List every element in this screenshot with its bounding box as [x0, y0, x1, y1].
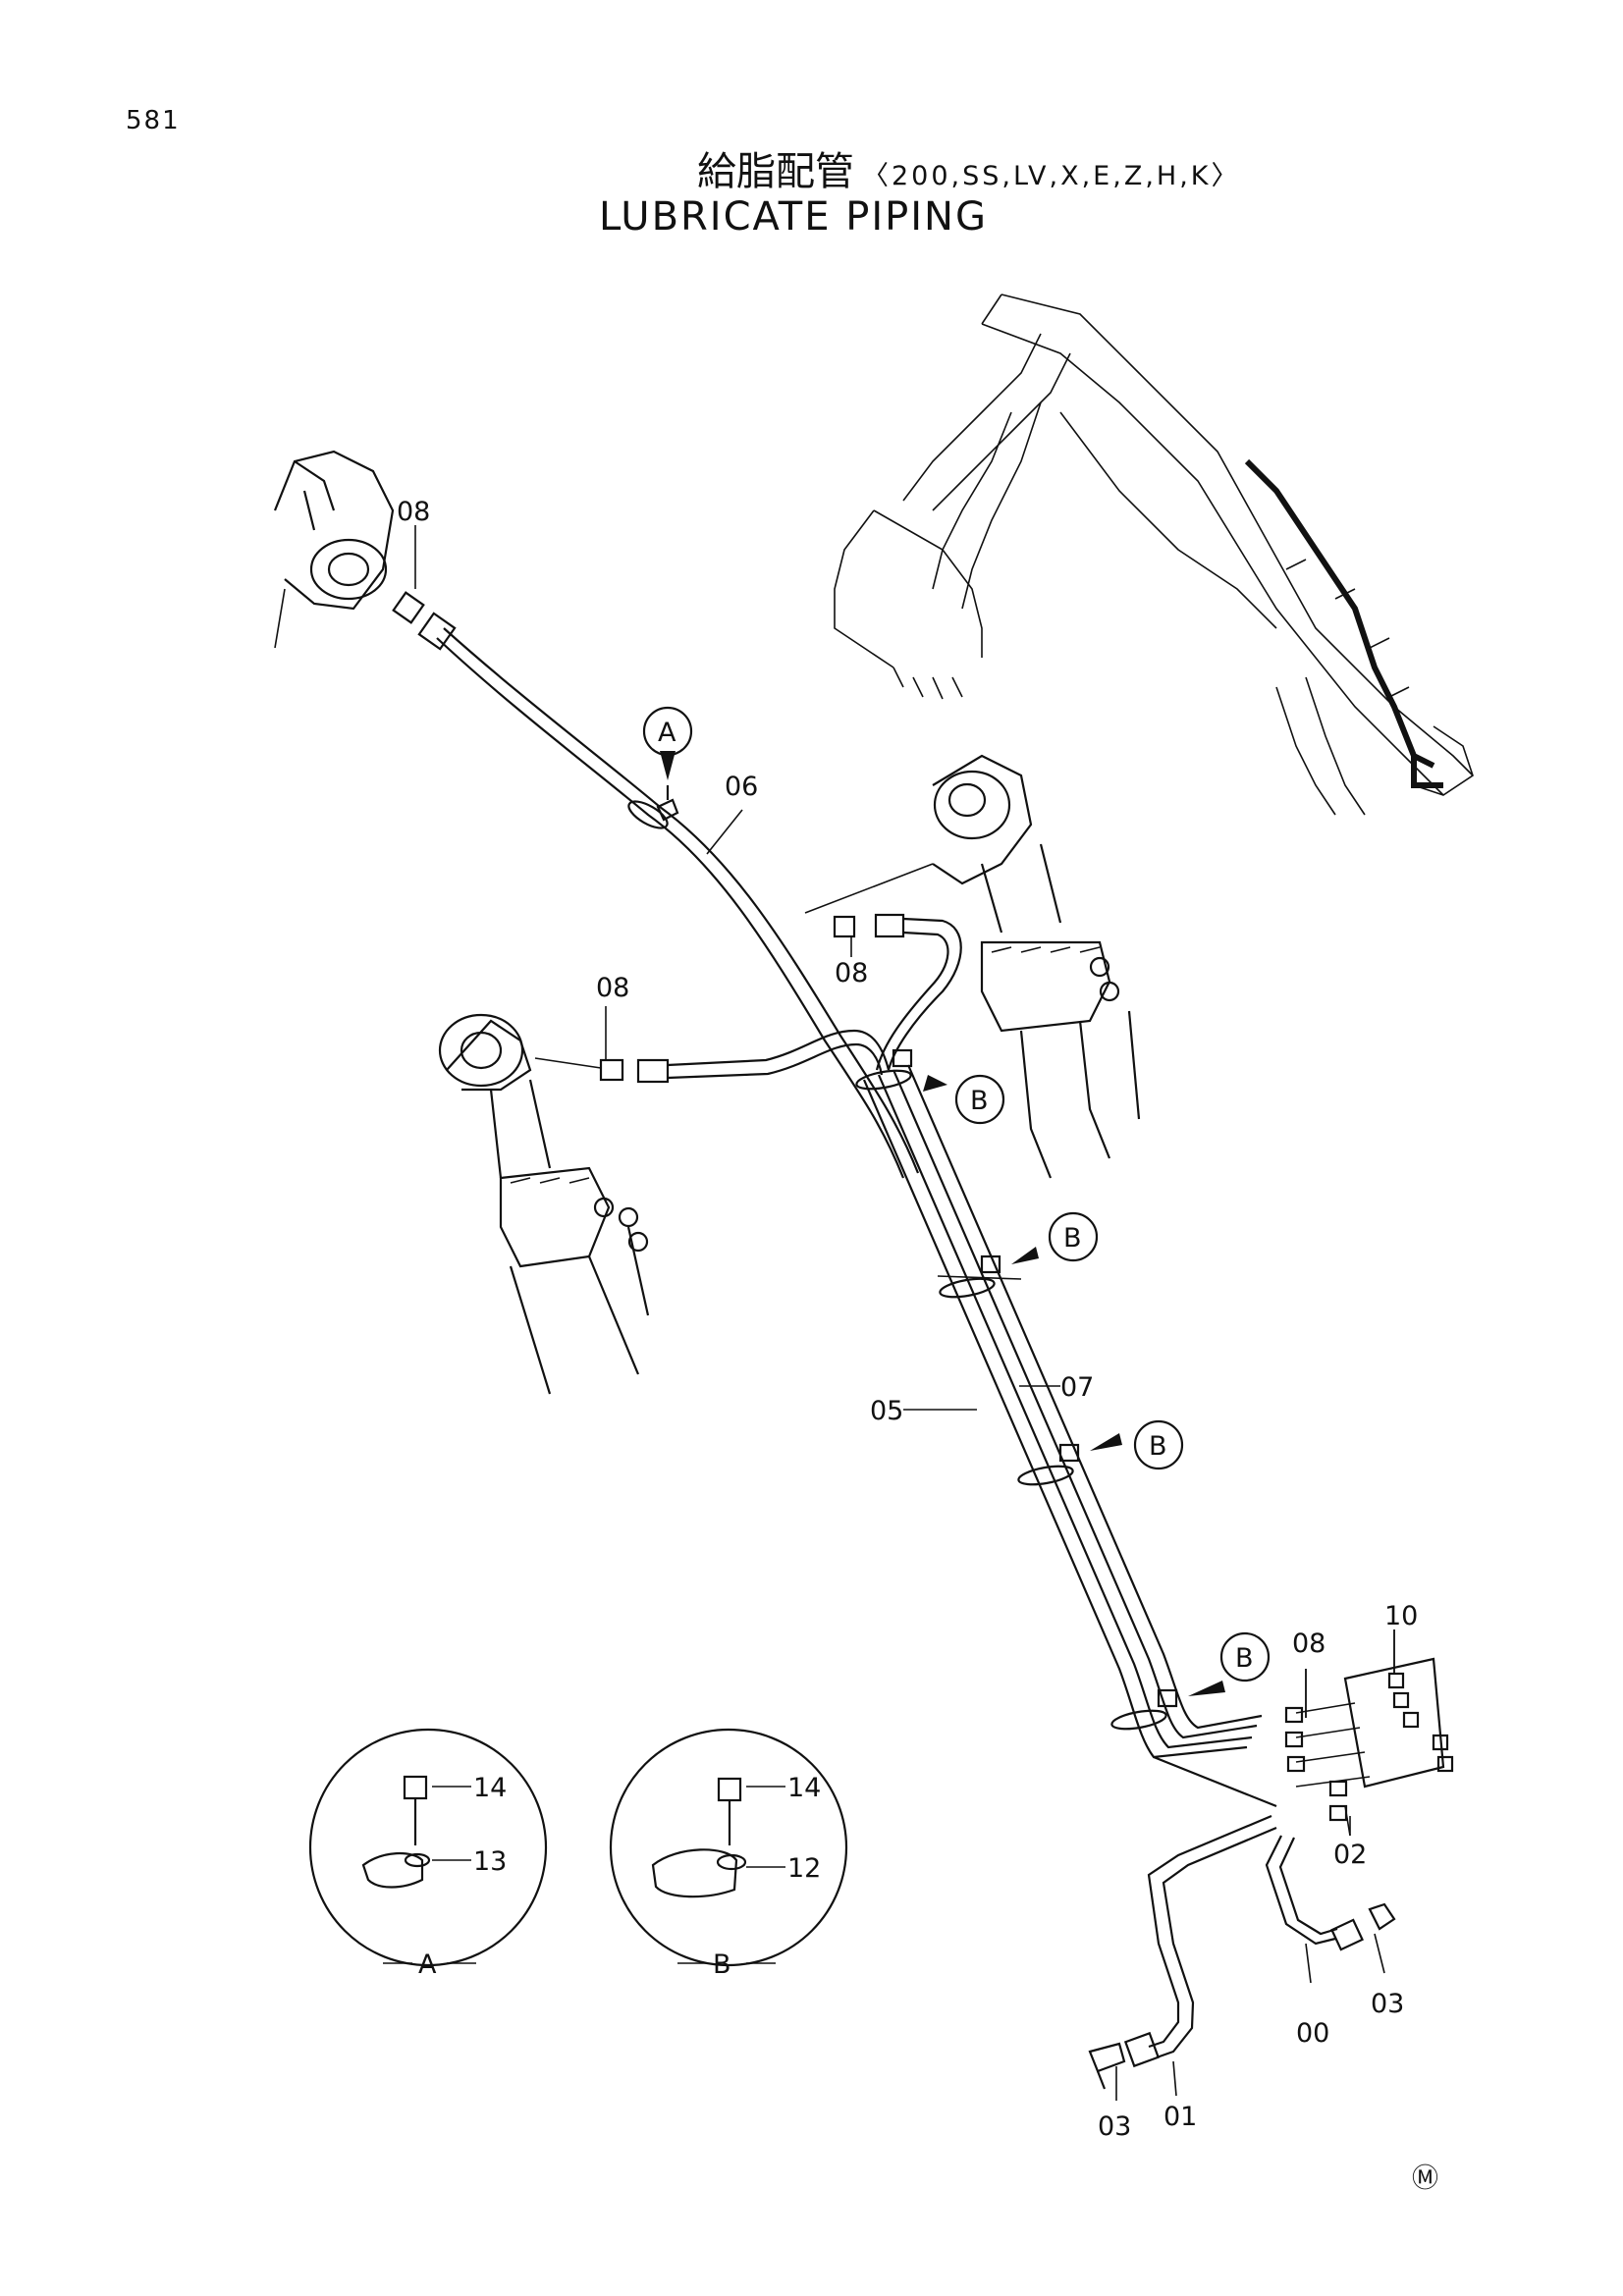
left-cylinder: [438, 1013, 650, 1395]
callout-b-2-label: B: [1063, 1223, 1082, 1254]
label-01: 01: [1163, 2102, 1197, 2132]
pipe-00: [1265, 1835, 1396, 1951]
label-13: 13: [473, 1846, 507, 1877]
clamp-b-1: B: [855, 1048, 1005, 1125]
clamp-b-4: B: [1110, 1631, 1271, 1731]
detail-view-a: [308, 1728, 548, 1967]
hose-left-fitting: [534, 1029, 891, 1084]
callout-b-3-label: B: [1149, 1431, 1167, 1462]
clamp-a: A: [627, 706, 693, 829]
label-03-left: 03: [1098, 2111, 1131, 2142]
part-labels: 08 06 08 08 07 05 10 08 02 03 00 01 03 1…: [397, 497, 1438, 2194]
label-08-left-cylinder: 08: [596, 973, 629, 1003]
label-14-detail-a: 14: [473, 1773, 507, 1803]
pipe-01: [1088, 1814, 1277, 2090]
right-cylinder: [932, 754, 1141, 1179]
pipe-bundle: [862, 1064, 1277, 1808]
label-00: 00: [1296, 2018, 1329, 2049]
excavator-overview: [834, 294, 1474, 816]
boom-pin-bracket: [273, 450, 395, 649]
hose-06: [392, 591, 920, 1179]
title-jp-text: 給脂配管: [697, 149, 854, 194]
manifold-block: [1284, 1629, 1454, 1837]
label-12: 12: [787, 1853, 821, 1884]
label-03-right: 03: [1371, 1989, 1404, 2019]
clamp-b-2: B: [939, 1211, 1099, 1299]
clamp-b-3: B: [1017, 1419, 1184, 1486]
page-number: 581: [126, 106, 181, 135]
title-en: LUBRICATE PIPING: [599, 194, 988, 240]
label-10: 10: [1384, 1601, 1418, 1631]
callout-a-label: A: [658, 718, 676, 748]
corner-mark: Ⓜ: [1412, 2163, 1438, 2194]
hose-right-fitting: [804, 863, 962, 1071]
label-08-right-fitting: 08: [835, 958, 868, 988]
title-models: 〈200,SS,LV,X,E,Z,H,K〉: [862, 161, 1241, 191]
label-02: 02: [1333, 1840, 1367, 1870]
label-08-top: 08: [397, 497, 430, 527]
detail-b-caption: B: [713, 1949, 731, 1980]
label-07: 07: [1060, 1372, 1094, 1403]
callout-b-1-label: B: [970, 1086, 989, 1116]
leader-lines: [414, 525, 1395, 2101]
detail-view-b: [609, 1728, 848, 1967]
callout-b-4-label: B: [1235, 1643, 1254, 1674]
label-08-manifold: 08: [1292, 1629, 1325, 1659]
detail-a-caption: A: [418, 1949, 437, 1980]
label-06: 06: [725, 772, 758, 802]
label-14-detail-b: 14: [787, 1773, 821, 1803]
label-05: 05: [870, 1396, 903, 1426]
title-jp: 給脂配管〈200,SS,LV,X,E,Z,H,K〉: [697, 139, 1241, 196]
